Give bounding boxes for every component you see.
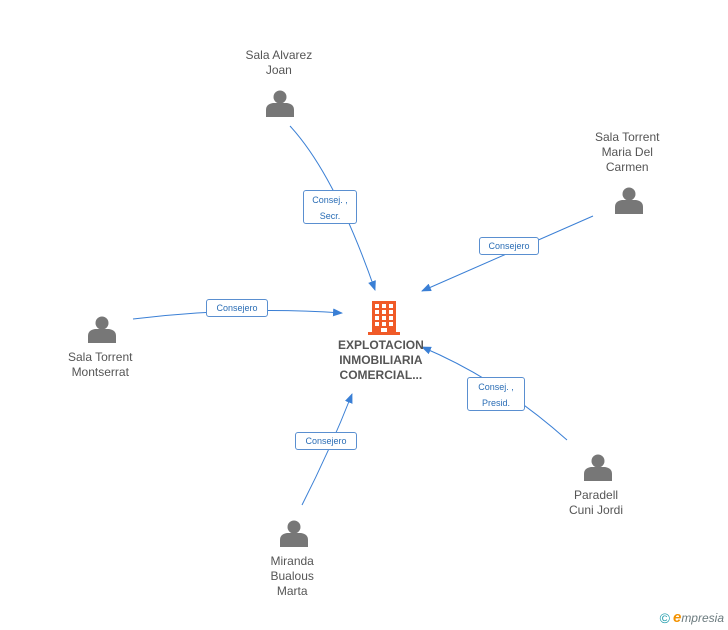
person-icon [280,520,308,547]
person-icon [584,454,612,481]
relation-label-maria[interactable]: Consejero [479,237,539,255]
person-icon [615,187,643,214]
footer-brand: © empresia [660,609,724,626]
relation-label-miranda[interactable]: Consejero [295,432,357,450]
empresia-logo: empresia [672,609,724,626]
person-icon [266,90,294,117]
relation-label-alvarez[interactable]: Consej. ,Secr. [303,190,357,224]
person-icon [88,316,116,343]
building-icon [368,301,400,335]
copyright-symbol: © [659,609,670,626]
relation-label-paradell[interactable]: Consej. ,Presid. [467,377,525,411]
relation-label-montserrat[interactable]: Consejero [206,299,268,317]
